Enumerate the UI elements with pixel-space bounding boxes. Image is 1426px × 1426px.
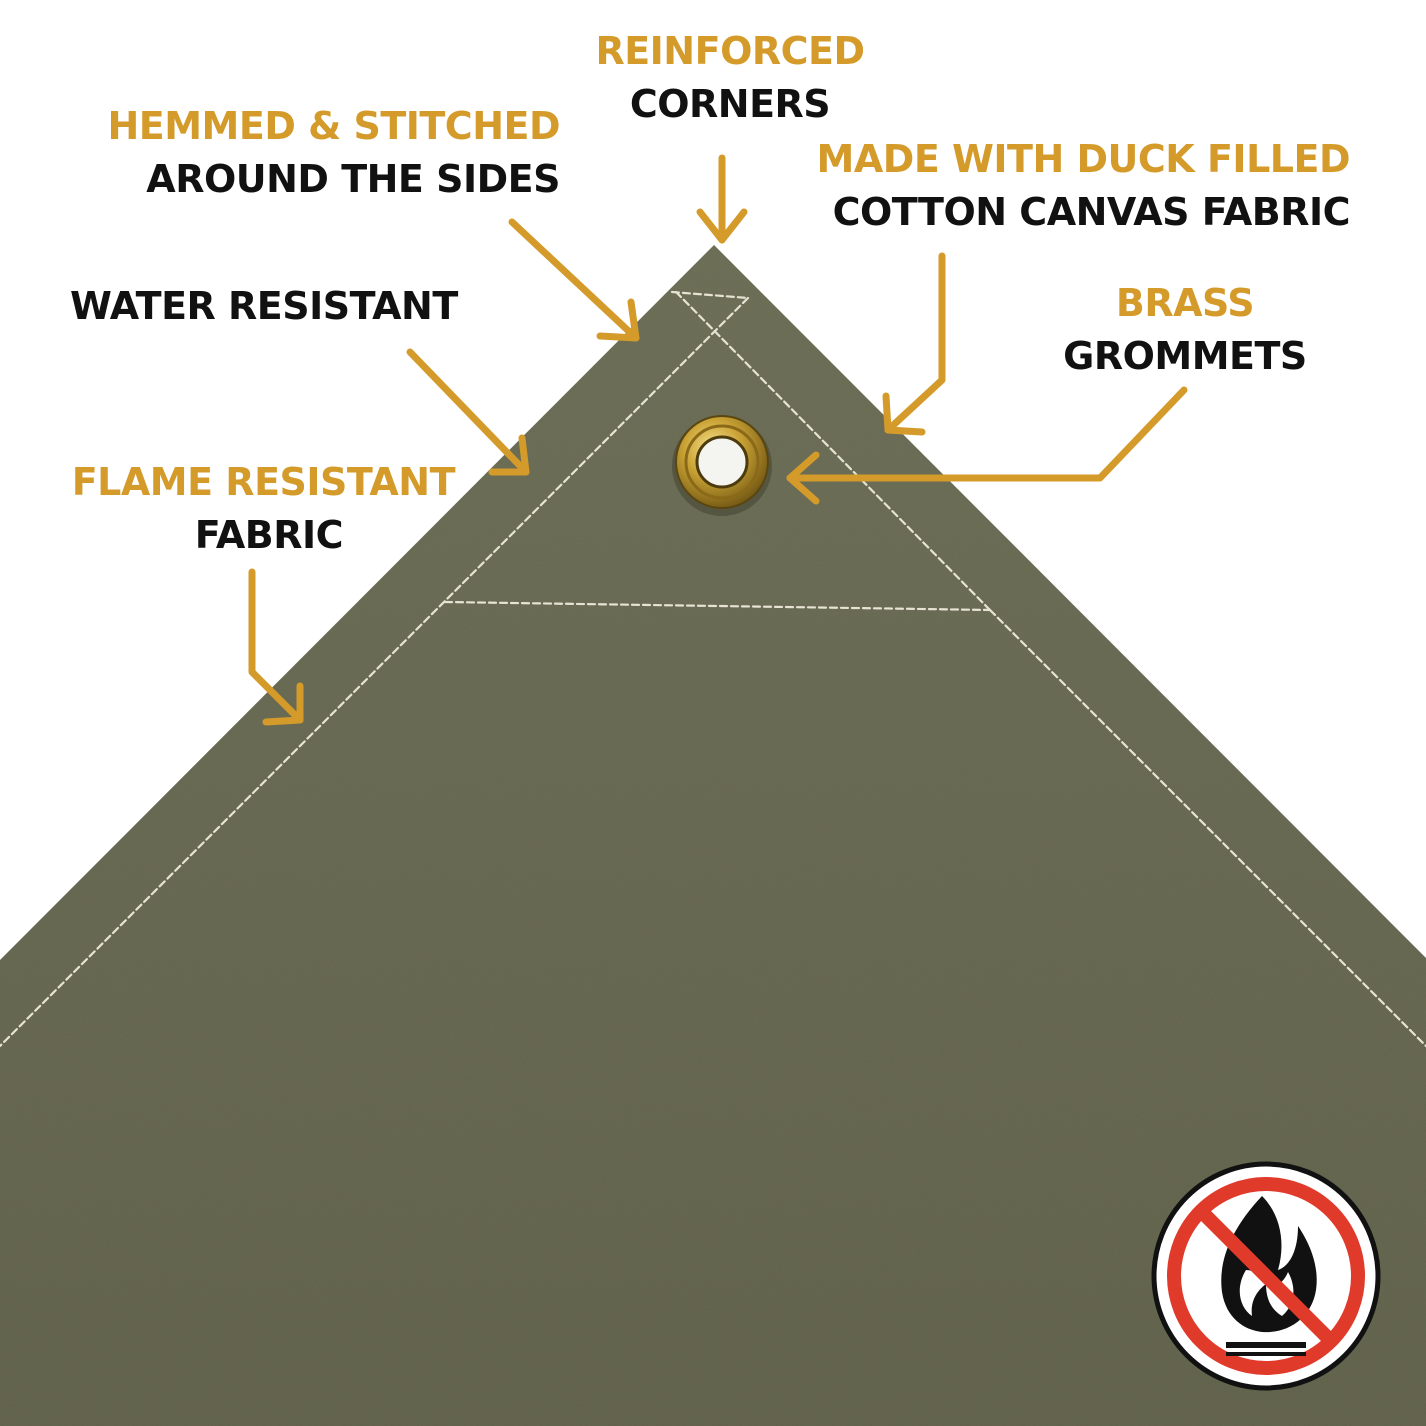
callout-brass-grommets: BRASS GROMMETS: [1040, 277, 1330, 383]
arrow-water: [406, 348, 530, 476]
callout-text: WATER RESISTANT: [70, 284, 458, 328]
callout-highlight: REINFORCED: [595, 29, 865, 73]
arrow-flame: [248, 568, 304, 726]
callout-text: FABRIC: [194, 513, 344, 558]
callout-text: GROMMETS: [1063, 334, 1307, 379]
callout-highlight: MADE WITH DUCK FILLED: [816, 137, 1351, 181]
callout-highlight: HEMMED & STITCHED: [107, 104, 560, 148]
callout-text: AROUND THE SIDES: [146, 157, 560, 202]
callout-text: CORNERS: [629, 82, 831, 127]
callout-duck-canvas: MADE WITH DUCK FILLED COTTON CANVAS FABR…: [790, 133, 1351, 239]
arrow-reinforced: [696, 154, 748, 244]
callout-highlight: BRASS: [1115, 281, 1255, 325]
callout-highlight: FLAME RESISTANT: [71, 460, 456, 504]
arrow-duck: [882, 252, 946, 436]
canvas-tarp: [0, 245, 1426, 1426]
stitch-lines: [0, 290, 1426, 1048]
arrow-brass: [786, 386, 1188, 505]
callout-reinforced-corners: REINFORCED CORNERS: [575, 25, 885, 131]
callout-flame-resistant: FLAME RESISTANT FABRIC: [40, 456, 456, 562]
brass-grommet: [672, 415, 772, 516]
callout-water-resistant: WATER RESISTANT: [70, 280, 490, 333]
callout-hemmed-stitched: HEMMED & STITCHED AROUND THE SIDES: [60, 100, 560, 206]
callout-arrows: [248, 154, 1188, 726]
callout-text: COTTON CANVAS FABRIC: [832, 190, 1351, 235]
arrow-hemmed: [508, 218, 640, 342]
no-open-flame-icon: [1151, 1161, 1381, 1391]
